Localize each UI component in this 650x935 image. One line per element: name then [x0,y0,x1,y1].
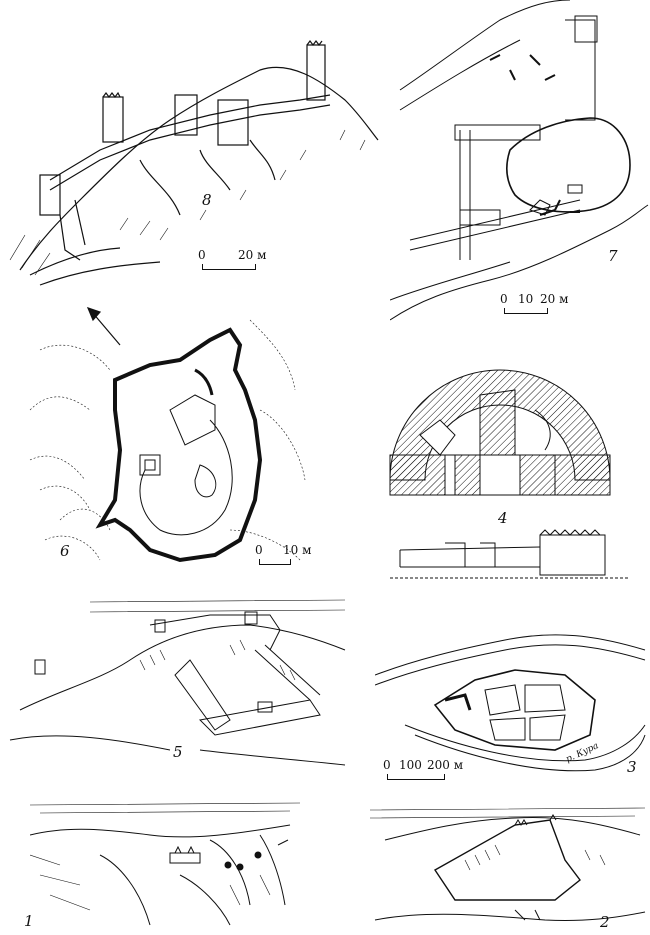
figure-6-scale-mark: 10 м [283,543,312,557]
figure-2-drawing [369,807,646,922]
figure-8-drawing [9,40,379,286]
figure-2-landscape: 2 [365,800,650,935]
figure-4-drawing [389,369,630,579]
figure-7-number: 7 [608,247,618,265]
figure-3-scale-mark: 200 м [427,758,464,772]
north-arrow-icon [91,311,121,346]
figure-8-scale: 0 20 м [198,248,318,278]
figure-3-number: 3 [627,758,637,776]
figure-4-number: 4 [498,509,508,527]
figure-5-perspective: 5 [0,590,350,790]
figure-5-number: 5 [173,743,183,761]
figure-8-panorama: 8 0 20 м [0,0,380,290]
figure-1-landscape: 1 [24,795,310,930]
figure-6-drawing [29,307,306,563]
figure-6-scale-zero: 0 [255,543,263,557]
figure-7-scale-mark: 20 м [540,292,569,306]
figure-7-scale: 0 10 20 м [500,292,620,322]
figure-8-number: 8 [202,191,212,209]
figure-1-number: 1 [24,912,34,930]
figure-3-scale-bar [387,774,445,780]
figure-7-scale-mid: 10 [518,292,534,306]
figure-6-scale: 0 10 м [255,543,325,573]
figure-8-scale-mark: 20 м [238,248,267,262]
figure-5-drawing [9,599,346,766]
figure-1-drawing [30,802,301,926]
figure-2-number: 2 [600,913,610,931]
figure-6-plan: 6 0 10 м [0,300,330,590]
figure-3-scale-mid: 100 [399,758,422,772]
figure-4-section: 4 [370,335,650,585]
figure-8-scale-bar [202,264,256,270]
figure-6-number: 6 [60,542,70,560]
figure-6-scale-bar [259,559,291,565]
figure-7-drawing [390,0,649,321]
figure-8-scale-zero: 0 [198,248,206,262]
figure-3-drawing [375,634,646,772]
figure-7-scale-bar [504,308,548,314]
figure-3-scale-zero: 0 [383,758,391,772]
figure-7-scale-zero: 0 [500,292,508,306]
figure-7-plan: 7 0 10 20 м [390,0,650,335]
figure-3-scale: 0 100 200 м [383,758,483,788]
figure-3-plan: 0 100 200 м р. Кура 3 [375,600,650,790]
